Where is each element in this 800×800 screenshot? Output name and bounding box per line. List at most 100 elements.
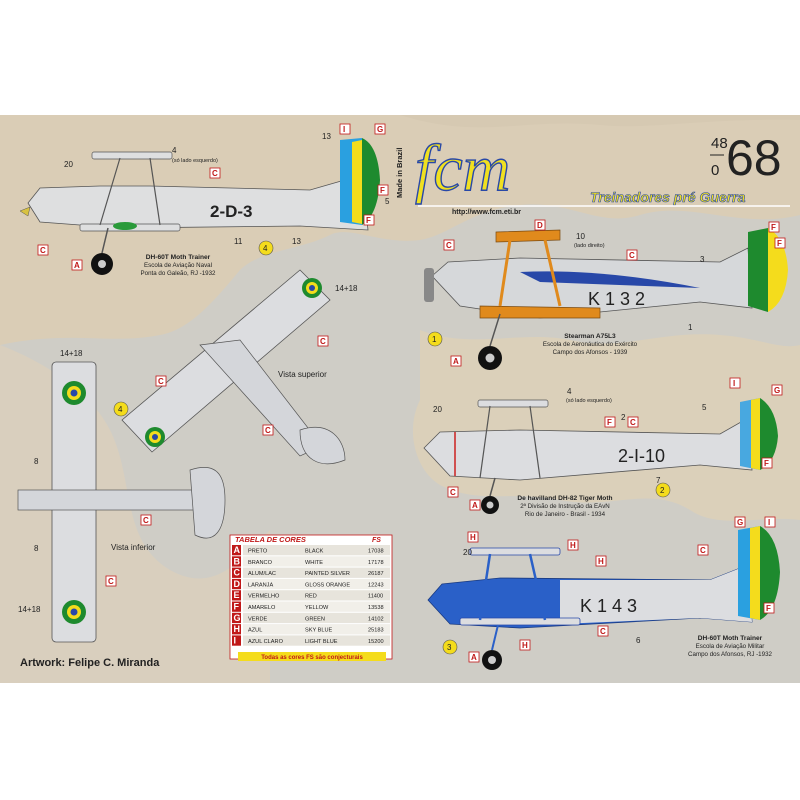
svg-text:H: H: [598, 557, 604, 566]
svg-text:Campo dos Afonsos - 1939: Campo dos Afonsos - 1939: [553, 349, 628, 356]
color-letter-box: [232, 567, 241, 578]
color-fs-code: 12243: [368, 582, 384, 588]
svg-text:C: C: [143, 516, 149, 525]
website-url[interactable]: http://www.fcm.eti.br: [452, 209, 521, 216]
tan-camo-top: [0, 115, 800, 345]
color-fs-code: 26187: [368, 571, 384, 577]
svg-text:A: A: [471, 653, 477, 662]
svg-text:DH-60T Moth Trainer: DH-60T Moth Trainer: [146, 254, 211, 261]
svg-text:I: I: [733, 379, 735, 388]
svg-text:4: 4: [172, 146, 177, 155]
svg-text:G: G: [737, 518, 743, 527]
color-letter-box: [232, 578, 241, 590]
svg-text:F: F: [764, 459, 769, 468]
svg-text:F: F: [777, 239, 782, 248]
svg-text:2: 2: [660, 486, 665, 495]
color-name-pt: AMARELO: [248, 605, 276, 611]
color-letter-box: [232, 556, 241, 567]
svg-text:6: 6: [636, 636, 641, 645]
profile-dh60t-naval: 2-D-3 4 (só lado esquerdo) 20 13 5 11 13…: [19, 123, 390, 277]
svg-text:De havilland DH-82 Tiger Moth: De havilland DH-82 Tiger Moth: [517, 495, 612, 502]
color-letter-box: [232, 612, 241, 624]
made-in-label: Made in Brazil: [395, 148, 404, 198]
bottom-view-label: Vista inferior: [111, 543, 156, 552]
svg-text:C: C: [320, 337, 326, 346]
svg-text:F: F: [366, 216, 371, 225]
brand-logo: fcm: [415, 132, 510, 205]
svg-text:Rio de Janeiro - Brasil - 1934: Rio de Janeiro - Brasil - 1934: [525, 511, 606, 518]
color-name-en: WHITE: [305, 560, 323, 566]
svg-text:F: F: [766, 604, 771, 613]
serial-profile-2: 2-I-10: [618, 446, 665, 466]
color-letter: G: [234, 613, 241, 623]
color-table-title: TABELA DE CORES: [235, 535, 306, 544]
profile-dh60t-military: K 1 4 3 20 6 H H H C G I F C H A 3 DH-60…: [427, 516, 780, 670]
color-name-en: PAINTED SILVER: [305, 571, 350, 577]
color-name-en: LIGHT BLUE: [305, 639, 338, 645]
sheet-subtitle: Treinadores pré Guerra: [590, 189, 746, 205]
svg-text:Escola de Aviação Militar: Escola de Aviação Militar: [696, 643, 765, 650]
svg-text:C: C: [700, 546, 706, 555]
svg-text:20: 20: [463, 548, 472, 557]
color-name-pt: VERDE: [248, 616, 268, 622]
svg-text:20: 20: [433, 405, 442, 414]
svg-text:C: C: [212, 169, 218, 178]
color-name-en: SKY BLUE: [305, 628, 333, 634]
svg-text:C: C: [40, 246, 46, 255]
svg-text:F: F: [771, 223, 776, 232]
color-letter: H: [234, 624, 241, 634]
color-fs-code: 11400: [368, 594, 383, 600]
svg-text:2ª Divisão de Instrução da EAv: 2ª Divisão de Instrução da EAvN: [520, 503, 610, 510]
svg-text:14+18: 14+18: [18, 605, 41, 614]
svg-text:3: 3: [700, 255, 705, 264]
svg-text:3: 3: [447, 643, 452, 652]
color-letter: I: [234, 635, 237, 645]
svg-text:(lado direito): (lado direito): [574, 243, 605, 249]
color-fs-code: 17178: [368, 560, 384, 566]
svg-text:7: 7: [656, 476, 661, 485]
svg-text:H: H: [570, 541, 576, 550]
svg-text:1: 1: [432, 335, 437, 344]
svg-text:13: 13: [322, 132, 331, 141]
svg-text:G: G: [377, 125, 383, 134]
sheet-number: 68: [726, 130, 782, 186]
serial-profile-3: K 1 4 3: [580, 596, 637, 616]
svg-text:2: 2: [621, 413, 626, 422]
svg-text:DH-60T Moth Trainer: DH-60T Moth Trainer: [698, 635, 763, 642]
color-letter-box: [232, 545, 241, 556]
profile-stearman: K 1 3 2 10 (lado direito) 3 1 C D C F F …: [424, 219, 788, 370]
svg-text:C: C: [158, 377, 164, 386]
color-letter: D: [234, 579, 241, 589]
color-letter-box: [232, 601, 241, 612]
svg-text:5: 5: [385, 197, 390, 206]
svg-text:4: 4: [118, 405, 123, 414]
svg-text:D: D: [537, 221, 543, 230]
color-letter: F: [234, 602, 240, 612]
profile-tiger-moth: 2-I-10 4 (só lado esquerdo) 20 2 5 7 F C…: [423, 377, 783, 518]
scale-bottom: 0: [711, 162, 719, 179]
svg-text:Escola de Aviação Naval: Escola de Aviação Naval: [144, 262, 212, 269]
color-name-en: GREEN: [305, 616, 325, 622]
svg-text:(só lado esquerdo): (só lado esquerdo): [172, 158, 218, 164]
profile-number-badge: [258, 240, 274, 256]
color-name-en: BLACK: [305, 549, 324, 555]
svg-text:C: C: [600, 627, 606, 636]
color-name-pt: AZUL: [248, 628, 262, 634]
bottom-view: 14+18 14+18 8 8 Vista inferior C C: [17, 349, 226, 643]
serial-profile-4: 2-D-3: [210, 202, 253, 221]
color-name-en: GLOSS ORANGE: [305, 582, 350, 588]
svg-text:C: C: [446, 241, 452, 250]
svg-text:10: 10: [576, 232, 585, 241]
svg-text:F: F: [380, 186, 385, 195]
scale-top: 48: [711, 135, 728, 152]
svg-text:I: I: [343, 125, 345, 134]
